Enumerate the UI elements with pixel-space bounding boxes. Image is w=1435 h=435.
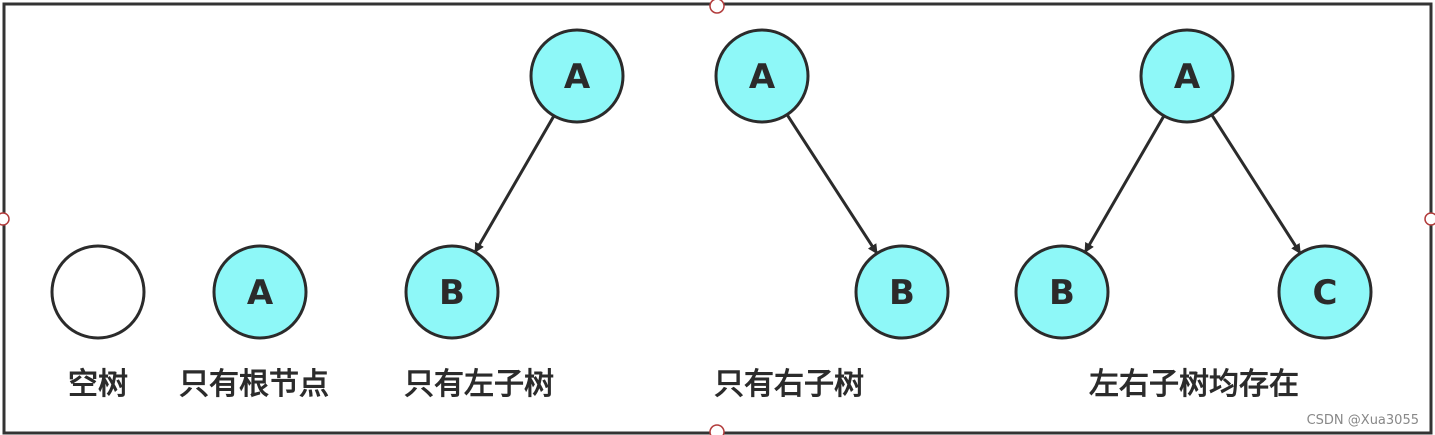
tree-diagram-2: A 只有根节点 xyxy=(179,244,329,402)
node-label: B xyxy=(889,273,915,313)
tree-node-a xyxy=(1139,28,1235,124)
diagrams-layer: 空树 A 只有根节点 A B 只有左子树 A B 只有右子树 A B C 左右子树均存在 xyxy=(50,28,1373,402)
watermark: CSDN @Xua3055 xyxy=(1307,413,1419,428)
edge-arrow xyxy=(1210,113,1301,255)
diagram-caption: 空树 xyxy=(68,367,128,402)
tree-node-a xyxy=(212,244,308,340)
node-label: B xyxy=(1049,273,1075,313)
tree-node-b xyxy=(404,244,500,340)
node-label: A xyxy=(247,273,274,313)
diagram-caption: 只有左子树 xyxy=(404,367,554,402)
tree-node-b xyxy=(854,244,950,340)
empty-tree-node xyxy=(50,244,146,340)
tree-node-a xyxy=(529,28,625,124)
node-label: A xyxy=(564,57,591,97)
diagram-caption: 只有右子树 xyxy=(714,367,864,402)
tree-diagram-5: A B C 左右子树均存在 xyxy=(1014,28,1373,402)
frame-handle-bottom[interactable] xyxy=(709,424,725,435)
tree-diagram-1: 空树 xyxy=(50,244,146,402)
node-label: C xyxy=(1313,273,1338,313)
tree-node-c xyxy=(1277,244,1373,340)
frame-handle-top[interactable] xyxy=(709,0,725,14)
node-label: A xyxy=(749,57,776,97)
tree-diagram-4: A B 只有右子树 xyxy=(714,28,950,402)
frame-handle-right[interactable] xyxy=(1424,212,1435,226)
edge-arrow xyxy=(785,113,878,255)
node-label: A xyxy=(1174,57,1201,97)
tree-diagram-3: A B 只有左子树 xyxy=(404,28,625,402)
diagram-caption: 左右子树均存在 xyxy=(1089,367,1299,402)
node-label: B xyxy=(439,273,465,313)
tree-node-b xyxy=(1014,244,1110,340)
edge-arrow xyxy=(474,115,556,254)
edge-arrow xyxy=(1084,115,1166,254)
diagram-caption: 只有根节点 xyxy=(179,367,329,402)
frame-handle-left[interactable] xyxy=(0,212,10,226)
tree-node-a xyxy=(714,28,810,124)
